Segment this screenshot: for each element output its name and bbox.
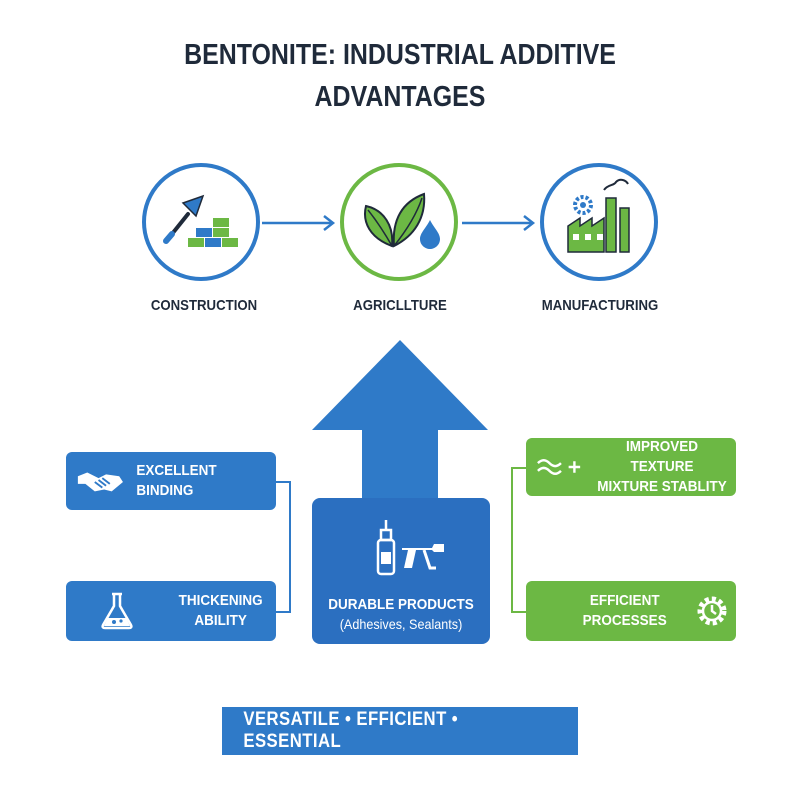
manufacturing-circle	[540, 163, 658, 281]
feature-label: IMPROVED TEXTURE MIXTURE STABLITY	[595, 437, 728, 497]
durable-products-box: DURABLE PRODUCTS (Adhesives, Sealants)	[312, 498, 490, 644]
feature-label: EXCELLENT BINDING	[136, 462, 217, 499]
sector-label-construction: CONSTRUCTION	[150, 297, 258, 314]
factory-gear-icon	[567, 178, 630, 253]
trowel-bricks-icon	[163, 194, 238, 247]
sector-label-agriculture: AGRICLLTURE	[353, 297, 447, 314]
feature-label: THICKENING ABILITY	[179, 591, 263, 631]
left-connector	[276, 481, 291, 613]
leaves-drop-icon	[364, 192, 440, 249]
glue-bottle-caulk-gun-icon	[376, 520, 444, 576]
feature-efficient-processes: EFFICIENT PROCESSES	[526, 581, 736, 641]
big-up-arrow	[312, 340, 488, 500]
right-connector	[511, 467, 526, 613]
feature-label-line-1: IMPROVED TEXTURE	[625, 438, 698, 475]
feature-thickening-ability: THICKENING ABILITY	[66, 581, 276, 641]
footer-text: VERSATILE • EFFICIENT • ESSENTIAL	[243, 709, 459, 752]
waves-plus-icon	[537, 459, 581, 475]
agriculture-circle	[340, 163, 458, 281]
feature-improved-texture: IMPROVED TEXTURE MIXTURE STABLITY	[526, 438, 736, 496]
gear-icon	[697, 596, 727, 626]
feature-label-line-2: MIXTURE STABLITY	[597, 478, 727, 495]
flow-arrow-1	[262, 215, 336, 231]
feature-label-line-1: THICKENING	[178, 592, 263, 609]
sector-label-manufacturing: MANUFACTURING	[541, 297, 659, 314]
center-subtitle: (Adhesives, Sealants)	[339, 616, 463, 632]
title-line-1: BENTONITE: INDUSTRIAL ADDITIVE	[184, 39, 616, 71]
flow-arrow-2	[462, 215, 536, 231]
feature-label-line-2: PROCESSES	[582, 612, 667, 629]
feature-label: EFFICIENT PROCESSES	[583, 591, 667, 631]
feature-label-line-1: EFFICIENT	[589, 592, 660, 609]
feature-excellent-binding: EXCELLENT BINDING	[66, 452, 276, 510]
flask-icon	[101, 592, 133, 630]
footer-banner: VERSATILE • EFFICIENT • ESSENTIAL	[222, 707, 578, 755]
handshake-icon	[77, 472, 123, 492]
construction-circle	[142, 163, 260, 281]
feature-label-line-2: ABILITY	[194, 612, 247, 629]
page-title: BENTONITE: INDUSTRIAL ADDITIVE ADVANTAGE…	[56, 34, 744, 118]
title-line-2: ADVANTAGES	[314, 81, 486, 113]
center-title: DURABLE PRODUCTS	[328, 596, 474, 613]
